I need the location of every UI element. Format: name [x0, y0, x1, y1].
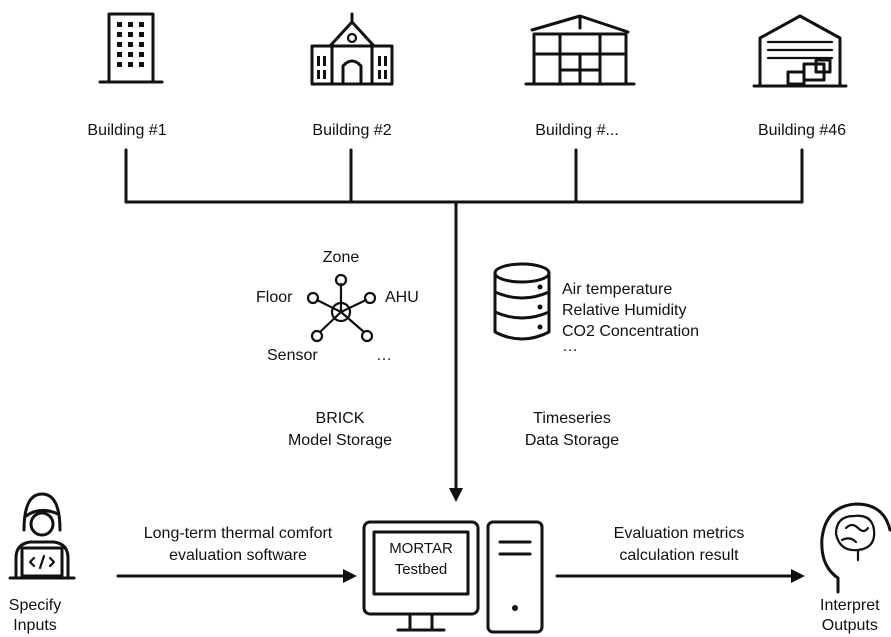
ahu-node-label: AHU [385, 289, 419, 306]
database-icon [493, 262, 551, 341]
brick-graph-icon [306, 273, 377, 343]
building-46-label: Building #46 [757, 122, 847, 139]
timeseries-item-more: … [562, 338, 578, 355]
input-arrow [116, 569, 357, 583]
developer-icon [8, 492, 76, 580]
brain-head-icon [820, 502, 891, 594]
input-arrow-label: Long-term thermal comfort evaluation sof… [143, 525, 333, 564]
brick-storage-label: BRICK Model Storage [287, 410, 393, 449]
server-tower-icon [486, 520, 544, 634]
school-building-icon [310, 12, 394, 86]
building-1-label: Building #1 [87, 122, 167, 139]
sensor-node-label: Sensor [267, 347, 318, 364]
testbed-screen-label: MORTAR Testbed [389, 540, 453, 578]
timeseries-storage-label: Timeseries Data Storage [524, 410, 620, 449]
office-tower-icon [98, 12, 164, 84]
building-n-label: Building #... [535, 122, 619, 139]
warehouse-icon [752, 14, 848, 88]
output-arrow-label: Evaluation metrics calculation result [613, 525, 745, 564]
output-arrow [555, 569, 805, 583]
timeseries-item-relative-humidity: Relative Humidity [562, 302, 687, 319]
timeseries-item-co2-concentration: CO2 Concentration [562, 323, 699, 340]
modern-building-icon [524, 14, 636, 86]
zone-node-label: Zone [322, 249, 360, 266]
monitor-icon [362, 520, 480, 632]
interpret-outputs-label: Interpret Outputs [820, 597, 880, 634]
specify-inputs-label: Specify Inputs [8, 597, 62, 634]
timeseries-item-air-temperature: Air temperature [562, 281, 673, 298]
building-2-label: Building #2 [312, 122, 392, 139]
more-nodes-label: … [376, 347, 392, 364]
building-connection-bus [124, 148, 804, 502]
floor-node-label: Floor [256, 289, 293, 306]
